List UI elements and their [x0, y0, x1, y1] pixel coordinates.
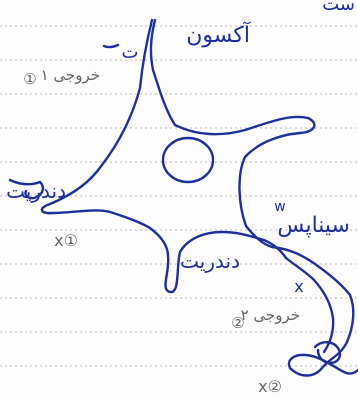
- output-label-2: خروجی ۲: [241, 306, 300, 324]
- output-marker-1: ①: [23, 70, 36, 88]
- output-label-1: خروجی ۱: [41, 66, 100, 84]
- mark-t: ت: [122, 42, 139, 63]
- input-marker-1: x①: [54, 231, 78, 250]
- tick-mark: [104, 45, 118, 47]
- dendrite-label-2: دندریت: [180, 249, 240, 273]
- axon-label: آکسون: [186, 21, 251, 48]
- output-marker-2: ②: [231, 314, 244, 332]
- mark-x: x: [294, 277, 303, 296]
- synapse-label: سیناپس: [277, 213, 350, 238]
- input-marker-2: x②: [258, 377, 282, 396]
- top-fragment-text: ست: [322, 0, 355, 15]
- dendrite-label-1: دندریت: [6, 179, 66, 203]
- synapse-mark: w: [274, 199, 285, 215]
- nucleus-circle: [163, 138, 213, 182]
